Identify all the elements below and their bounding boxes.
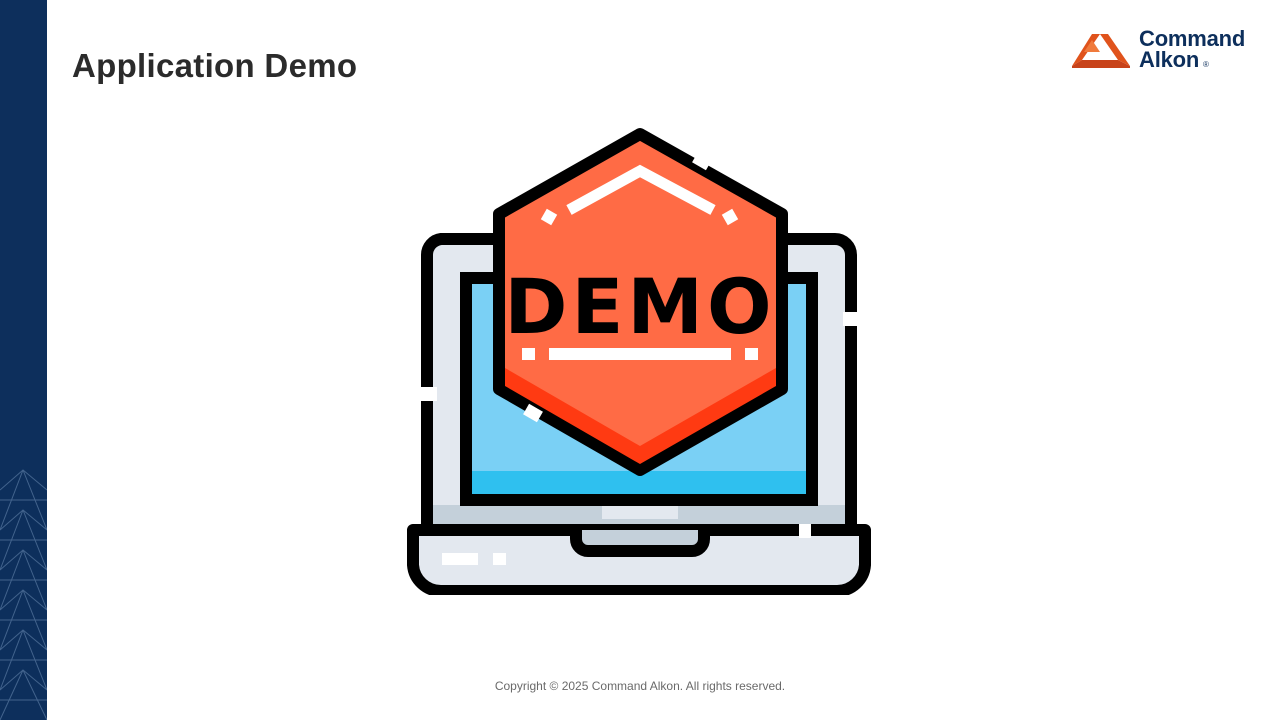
logo-registered-mark: ® [1203, 60, 1209, 69]
laptop-demo-icon: DEMO [407, 128, 871, 595]
triangle-pattern [0, 469, 47, 720]
logo-mark-icon [1072, 34, 1130, 68]
slide-title: Application Demo [72, 47, 358, 84]
command-alkon-logo: Command Alkon ® [1070, 26, 1254, 74]
logo-word-alkon: Alkon [1139, 47, 1200, 72]
demo-badge [493, 128, 788, 476]
side-accent-bar [0, 0, 47, 720]
laptop-base [407, 524, 871, 595]
copyright-footer: Copyright © 2025 Command Alkon. All righ… [494, 679, 786, 693]
logo-word-command: Command [1139, 26, 1246, 51]
demo-badge-text: DEMO [504, 262, 775, 351]
